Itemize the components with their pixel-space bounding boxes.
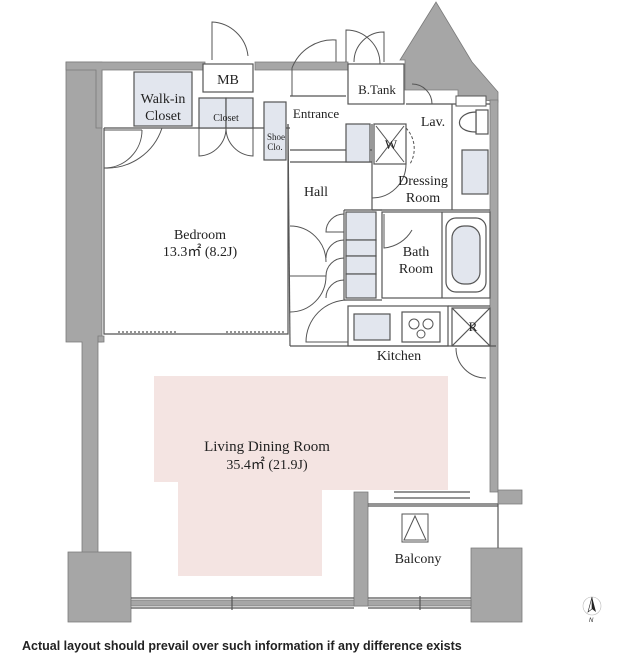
compass: N — [582, 596, 602, 624]
sink — [353, 313, 391, 341]
toilet — [458, 109, 489, 135]
walk-in-closet-label-2: Closet — [145, 109, 181, 124]
living-dining-area: 35.4㎡ (21.9J) — [226, 457, 308, 473]
pillar-bottom-left — [67, 551, 132, 623]
w-label: W — [385, 137, 398, 152]
dressing-room-label-1: Dressing — [398, 174, 448, 189]
shoe-closet-label-1: Shoe — [267, 132, 285, 142]
shoe-closet-label-2: Clo. — [267, 142, 282, 152]
wall-right — [489, 99, 499, 493]
bath-room-label-1: Bath — [403, 245, 429, 260]
living-dining-label: Living Dining Room — [204, 439, 330, 455]
washer — [375, 125, 405, 163]
pillar-bottom-right — [470, 547, 523, 623]
pillar-top-right — [399, 1, 499, 103]
washbasin-counter — [461, 149, 489, 195]
dressing-room-label-2: Room — [406, 191, 440, 206]
entrance-cabinet — [345, 123, 371, 163]
balcony-label: Balcony — [395, 552, 442, 567]
hall-closet-1 — [345, 211, 377, 241]
bedroom-area: 13.3㎡ (8.2J) — [163, 244, 238, 260]
hall-label: Hall — [304, 185, 328, 200]
wall-left — [65, 61, 103, 554]
room-labels: Walk-in Closet MB Closet Entrance B.Tank… — [141, 73, 478, 567]
closets — [133, 63, 489, 343]
mb-box — [202, 63, 254, 93]
closet-right — [225, 97, 254, 129]
walls — [65, 1, 523, 623]
bedroom-label: Bedroom — [174, 228, 226, 243]
interior-lines — [103, 63, 499, 610]
entrance-label: Entrance — [293, 106, 339, 121]
lav-label: Lav. — [421, 115, 445, 130]
compass-north-label: N — [589, 618, 594, 624]
closet-left — [198, 97, 227, 129]
closet-label: Closet — [213, 113, 239, 124]
walk-in-closet-label-1: Walk-in — [141, 92, 186, 107]
mb-label: MB — [217, 73, 239, 88]
b-tank-label: B.Tank — [358, 82, 396, 97]
lav-sink — [455, 95, 487, 107]
shoe-closet — [263, 101, 287, 161]
disclaimer-text: Actual layout should prevail over such i… — [22, 639, 462, 653]
stove — [401, 311, 441, 343]
kitchen-label: Kitchen — [377, 349, 421, 364]
door-swings — [103, 21, 487, 543]
living-floor — [154, 376, 448, 576]
walk-in-closet — [133, 71, 193, 127]
bath-room-label-2: Room — [399, 262, 433, 277]
bathtub — [445, 217, 487, 293]
r-label: R — [469, 319, 478, 334]
stove-burners — [408, 318, 434, 339]
